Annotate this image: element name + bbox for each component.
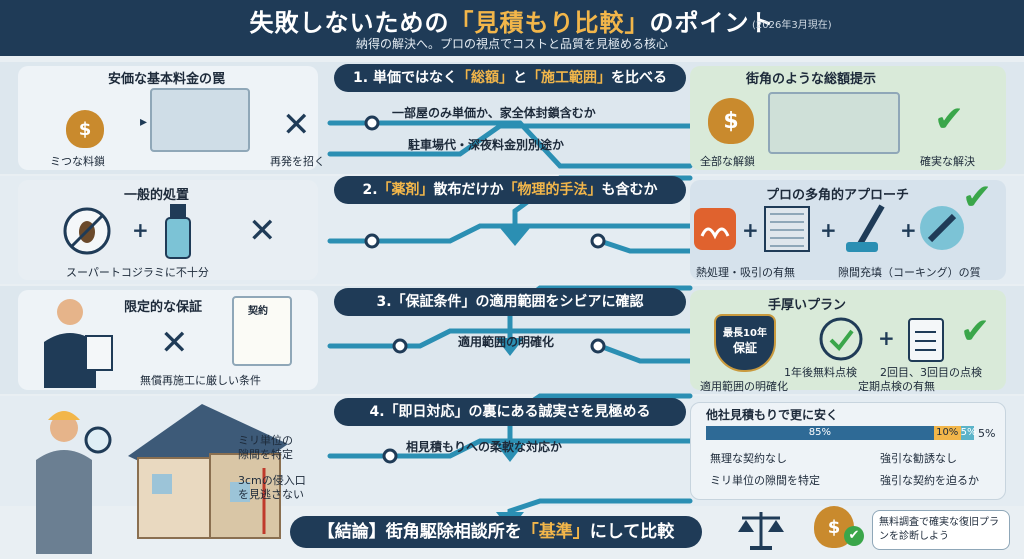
house-note2b: を見逃さない	[238, 488, 304, 501]
caulking-gun-icon	[920, 206, 964, 250]
bedroom-icon	[150, 88, 250, 152]
conclusion-banner: 【結論】街角駆除相談所を「基準」にして比較	[290, 516, 702, 548]
bar-segment-2: 10%	[933, 426, 961, 440]
house-note1b: 隙間を特定	[238, 448, 293, 461]
sec2-right-cap2: 隙間充填（コーキング）の質	[838, 266, 981, 279]
check-mark-icon: ✔	[962, 177, 993, 218]
date-note: (2026年3月現在)	[752, 20, 832, 31]
check-badge-icon: ✔	[844, 526, 864, 546]
contract-label: 契約	[248, 306, 268, 317]
plus-icon: +	[900, 218, 917, 242]
check-circle-icon	[819, 317, 863, 361]
sec2-left-cap: スーパートコジラミに不十分	[66, 266, 209, 279]
conclusion-bubble: 無料調査で確実な復旧プランを診断しよう	[872, 510, 1010, 550]
header: 失敗しないための「見積もり比較」のポイント (2026年3月現在) 納得の解決へ…	[0, 0, 1024, 56]
sec4-mid-text: 相見積もりへの柔軟な対応か	[406, 440, 563, 454]
sec2-right-title: プロの多角的アプローチ	[766, 188, 910, 203]
sec1-right-cap2: 確実な解決	[920, 155, 975, 168]
bar-segment-1: 85%	[706, 426, 934, 440]
warranty-badge-icon: 最長10年 保証	[714, 314, 776, 372]
x-mark-icon: ✕	[282, 105, 311, 145]
contract-document-icon: 契約	[232, 296, 292, 366]
living-room-icon	[768, 92, 900, 154]
sec4-right-panel	[690, 402, 1006, 500]
badge-top: 最長10年	[723, 328, 767, 339]
arrow-right-icon: ▸	[140, 114, 148, 130]
inspector-person-icon	[44, 299, 113, 388]
sec1-left-cap1: ミつな料鎖	[50, 155, 105, 168]
sec4-banner: 4.「即日対応」の裏にある誠実さを見極める	[334, 398, 686, 426]
bar-segment-3: 5%	[960, 426, 977, 440]
comparison-bar: 85% 10% 5%	[706, 426, 977, 440]
sec4-right-title: 他社見積もりで更に安く	[706, 408, 839, 422]
no-bug-icon	[63, 207, 111, 255]
sec1-right-cap1: 全部な解鎖	[700, 155, 755, 168]
plus-icon: +	[742, 218, 759, 242]
sec1-right-title: 街角のような総額提示	[746, 72, 877, 87]
vacuum-filter-icon	[764, 206, 810, 252]
sec3-banner: 3.「保証条件」の適用範囲をシビアに確認	[334, 288, 686, 316]
house-note1a: ミリ単位の	[238, 434, 293, 447]
sec3-left-cap: 無償再施工に厳しい条件	[140, 374, 261, 387]
x-mark-icon: ✕	[160, 323, 189, 363]
plus-icon: +	[878, 326, 895, 350]
sec2-left-title: 一般的処置	[124, 188, 190, 203]
sec1-mid-text2: 駐車場代・深夜料金別別途か	[408, 138, 565, 152]
sec1-left-cap2: 再発を招く	[270, 155, 325, 168]
money-bag-icon: $	[708, 98, 754, 144]
vacuum-nozzle-icon	[846, 204, 885, 252]
sec1-banner: 1. 単価ではなく「総額」と「施工範囲」を比べる	[334, 64, 686, 92]
sec4-cap3: ミリ単位の隙間を特定	[710, 474, 820, 487]
sec3-right-cap2: 1年後無料点検	[784, 366, 857, 379]
sec4-cap4: 強引な契約を迫るか	[880, 474, 979, 487]
house-cutaway-icon	[128, 404, 288, 539]
check-mark-icon: ✔	[934, 99, 965, 140]
bar-extra-label: 5%	[978, 427, 996, 440]
sec4-cap2: 強引な勧誘なし	[880, 452, 957, 465]
check-mark-icon: ✔	[960, 311, 991, 352]
page-subtitle: 納得の解決へ。プロの視点でコストと品質を見極める核心	[355, 37, 668, 51]
sec3-right-cap1: 適用範囲の明確化	[700, 380, 788, 393]
page-title: 失敗しないための「見積もり比較」のポイント	[249, 9, 775, 37]
money-bag-icon: $	[66, 110, 104, 148]
sec3-mid-text: 適用範囲の明確化	[458, 335, 555, 349]
badge-main: 保証	[732, 341, 757, 355]
sec1-left-title: 安価な基本料金の罠	[108, 72, 226, 87]
inspector-magnifier-icon	[36, 411, 112, 554]
sec3-left-title: 限定的な保証	[124, 300, 203, 315]
sec2-banner: 2.「薬剤」散布だけか「物理的手法」も含むか	[334, 176, 686, 204]
heat-treatment-icon	[694, 208, 736, 250]
spray-bottle-icon	[165, 204, 191, 259]
sec3-right-cap3a: 2回目、3回目の点検	[880, 366, 982, 379]
balance-scale-icon	[738, 512, 784, 550]
house-note2a: 3cmの侵入口	[238, 474, 306, 487]
sec4-cap1: 無理な契約なし	[710, 452, 787, 465]
x-mark-icon: ✕	[248, 211, 277, 251]
sec3-right-title: 手厚いプラン	[768, 298, 847, 313]
sec2-right-cap1: 熱処理・吸引の有無	[696, 266, 795, 279]
sec3-right-cap3b: 定期点検の有無	[858, 380, 935, 393]
checklist-icon	[908, 318, 944, 362]
sec1-mid-text1: 一部屋のみ単価か、家全体封鎖含むか	[392, 106, 596, 120]
plus-icon: +	[820, 218, 837, 242]
plus-icon: +	[132, 218, 149, 242]
